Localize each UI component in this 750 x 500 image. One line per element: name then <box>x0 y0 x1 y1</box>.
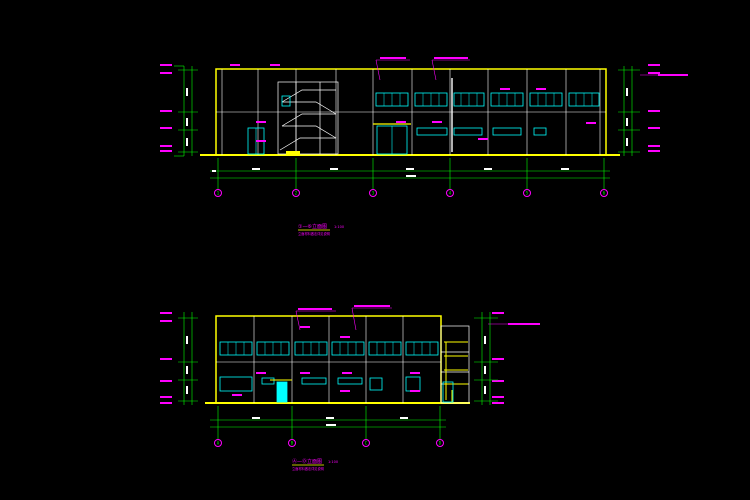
bottom-axis-bubbles <box>214 439 444 447</box>
bottom-annotation-marks <box>160 305 540 404</box>
top-dim-ticks <box>186 88 628 146</box>
top-elevation-caption: ①—⑥立面图 <box>298 223 327 230</box>
bottom-elevation-caption: Ⓐ—Ⓓ立面图 <box>292 458 322 465</box>
bottom-stair-door <box>442 381 454 403</box>
bottom-axis-label-b: B <box>291 441 294 446</box>
bottom-column-lines <box>253 316 404 403</box>
bottom-horizontal-dimensions <box>210 406 446 440</box>
top-lower-windows <box>416 127 547 136</box>
top-axis-label-6: 6 <box>603 191 606 196</box>
bottom-elevation: A B C D Ⓐ—Ⓓ立面图 1:100 立面材料做法详见说明 <box>160 305 540 471</box>
top-elevation: 1 2 3 4 5 6 ①—⑥立面图 1:100 立面材料做法详见说明 <box>160 57 688 236</box>
bottom-right-dimensions <box>474 312 498 405</box>
top-annotation-leaders <box>375 59 660 81</box>
bottom-upper-window-mullions <box>227 342 431 355</box>
bottom-dim-values <box>252 417 408 426</box>
top-annotation-marks <box>160 57 688 152</box>
top-upper-window-mullions <box>383 93 593 106</box>
top-right-dimensions <box>618 66 640 156</box>
bottom-stair-rails <box>444 341 468 403</box>
top-axis-label-5: 5 <box>526 191 529 196</box>
top-left-dimensions <box>174 65 198 157</box>
bottom-left-dimensions <box>178 312 198 405</box>
bottom-axis-labels: A B C D <box>217 441 442 446</box>
top-elevation-note: 立面材料做法详见说明 <box>298 231 330 236</box>
top-axis-label-1: 1 <box>217 191 220 196</box>
bottom-axis-label-d: D <box>439 441 442 446</box>
top-axis-labels: 1 2 3 4 5 6 <box>217 191 606 196</box>
bottom-elevation-note: 立面材料做法详见说明 <box>292 466 324 471</box>
bottom-axis-label-a: A <box>217 441 220 446</box>
top-dim-values <box>212 168 569 177</box>
bottom-elevation-scale: 1:100 <box>328 460 338 464</box>
top-elevation-scale: 1:100 <box>334 225 344 229</box>
top-axis-label-3: 3 <box>372 191 375 196</box>
top-staircase <box>277 81 339 155</box>
top-axis-label-2: 2 <box>295 191 298 196</box>
top-axis-bubbles <box>214 189 608 197</box>
bottom-lower-windows <box>219 376 421 392</box>
top-stair-window <box>281 95 291 107</box>
bottom-annotation-leaders <box>295 307 510 331</box>
top-axis-label-4: 4 <box>449 191 452 196</box>
bottom-axis-label-c: C <box>365 441 368 446</box>
top-step <box>286 151 300 155</box>
bottom-entrance-door <box>276 381 288 403</box>
bottom-dim-ticks <box>186 336 486 394</box>
top-horizontal-dimensions <box>210 158 610 190</box>
